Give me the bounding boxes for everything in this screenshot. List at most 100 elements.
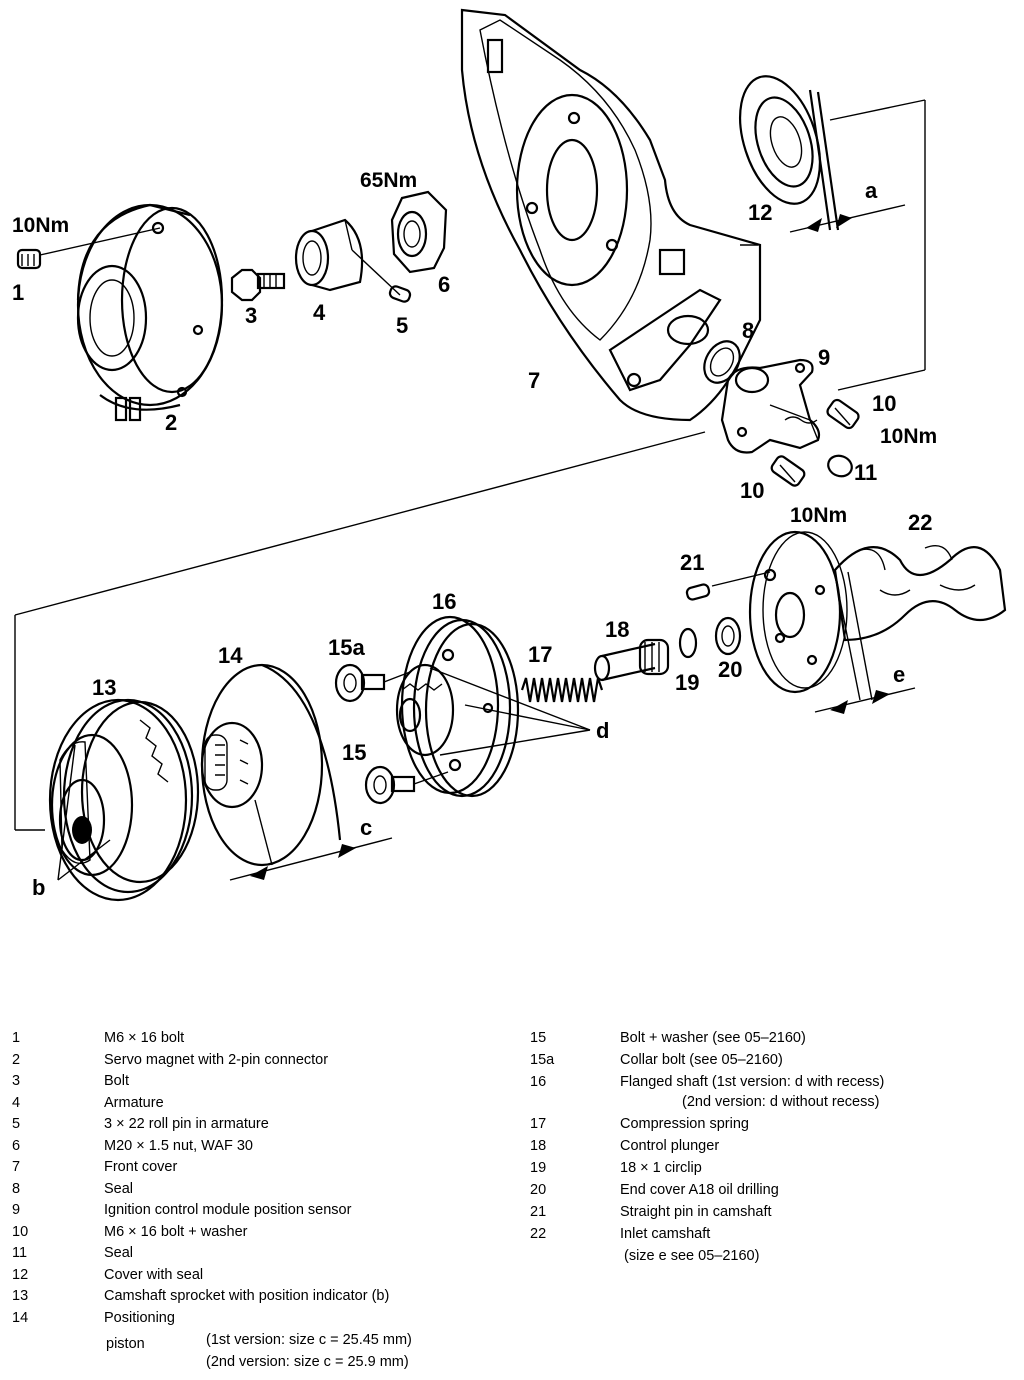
compression-spring-17 bbox=[520, 677, 604, 703]
legend-right-text: (size e see 05–2160) bbox=[624, 1248, 760, 1264]
legend-left-text: Front cover bbox=[104, 1159, 178, 1175]
legend-left-text: Seal bbox=[104, 1245, 134, 1261]
callout-19: 19 bbox=[675, 670, 699, 695]
legend-piston-word: piston bbox=[106, 1336, 145, 1352]
legend-piston-line2: (2nd version: size c = 25.9 mm) bbox=[206, 1354, 409, 1370]
legend-left-number: 4 bbox=[12, 1094, 21, 1111]
legend-left-number: 5 bbox=[12, 1116, 21, 1132]
callout-11: 11 bbox=[854, 460, 877, 485]
bolt-15 bbox=[364, 765, 449, 805]
front-cover-7 bbox=[460, 8, 762, 422]
callout-13: 13 bbox=[92, 675, 116, 700]
legend-right-number: 19 bbox=[530, 1160, 547, 1176]
seal-8 bbox=[703, 340, 741, 384]
legend-left-text: Cover with seal bbox=[104, 1266, 204, 1283]
legend-right-text: Bolt + washer (see 05–2160) bbox=[620, 1030, 806, 1046]
dimension-a bbox=[789, 204, 906, 233]
callout-9: 9 bbox=[818, 345, 830, 370]
servo-magnet-2 bbox=[76, 203, 224, 422]
legend-left-text: M6 × 16 bolt bbox=[104, 1030, 185, 1046]
legend-right-number: 15 bbox=[530, 1030, 547, 1046]
parts-legend-left: 1 M6 × 16 bolt 2 Servo magnet with 2-pin co… bbox=[0, 1030, 520, 1375]
flanged-shaft-16 bbox=[395, 615, 520, 798]
legend-right-text: (2nd version: d without recess) bbox=[682, 1094, 880, 1110]
legend-left-text: Ignition control module position sensor bbox=[104, 1202, 352, 1218]
callout-c: c bbox=[360, 815, 372, 840]
exploded-view-diagram: 1 2 3 4 5 6 7 8 9 10 10 11 12 13 14 15 1… bbox=[12, 8, 1007, 902]
legend-left-number: 7 bbox=[12, 1159, 21, 1175]
callout-1: 1 bbox=[12, 280, 24, 305]
legend-left-text: Camshaft sprocket with position indicato… bbox=[104, 1288, 390, 1304]
position-sensor-9 bbox=[720, 358, 821, 454]
callout-b: b bbox=[32, 875, 45, 900]
bolt-1 bbox=[16, 227, 161, 270]
cover-12 bbox=[739, 75, 926, 391]
legend-left-text: Seal bbox=[104, 1180, 134, 1197]
legend-right-number: 17 bbox=[530, 1116, 547, 1132]
nut-6 bbox=[390, 190, 448, 274]
circlip-19 bbox=[678, 627, 698, 659]
callout-d-leaders bbox=[429, 667, 591, 756]
torque-nut-6: 65Nm bbox=[360, 169, 417, 192]
legend-right-number: 16 bbox=[530, 1074, 547, 1090]
legend-left-number: 1 bbox=[12, 1030, 21, 1046]
legend-right-text: End cover A18 oil drilling bbox=[620, 1182, 779, 1198]
callout-e: e bbox=[893, 662, 905, 687]
callout-20: 20 bbox=[718, 657, 742, 682]
legend-left-number: 13 bbox=[12, 1288, 29, 1304]
callout-a: a bbox=[865, 178, 878, 203]
callout-15: 15 bbox=[342, 740, 366, 765]
legend-right-text: 18 × 1 circlip bbox=[620, 1160, 702, 1176]
legend-left-text: M20 × 1.5 nut, WAF 30 bbox=[104, 1137, 253, 1154]
legend-right-text: Inlet camshaft bbox=[620, 1226, 711, 1242]
callout-d: d bbox=[596, 718, 609, 743]
legend-piston-line1: (1st version: size c = 25.45 mm) bbox=[206, 1332, 412, 1348]
end-cover-20 bbox=[714, 616, 742, 656]
legend-left-number: 6 bbox=[12, 1137, 21, 1154]
legend-left-text: Positioning bbox=[104, 1309, 175, 1326]
callout-8: 8 bbox=[742, 318, 754, 343]
legend-right-text: Control plunger bbox=[620, 1138, 720, 1154]
bolt-3 bbox=[230, 268, 286, 302]
callout-10-lower: 10 bbox=[740, 478, 764, 503]
inlet-camshaft-22 bbox=[748, 530, 1007, 701]
legend-left-number: 2 bbox=[12, 1051, 21, 1068]
legend-right-text: Straight pin in camshaft bbox=[620, 1204, 772, 1220]
seal-11 bbox=[827, 454, 853, 478]
callout-16: 16 bbox=[432, 589, 456, 614]
callout-22: 22 bbox=[908, 510, 932, 535]
straight-pin-21 bbox=[685, 571, 771, 601]
legend-left-number: 9 bbox=[12, 1202, 21, 1218]
callout-12: 12 bbox=[748, 200, 772, 225]
legend-right-number: 18 bbox=[530, 1138, 547, 1154]
callout-6: 6 bbox=[438, 272, 450, 297]
legend-left-text: 3 × 22 roll pin in armature bbox=[104, 1116, 269, 1132]
callout-21: 21 bbox=[680, 550, 704, 575]
callout-5: 5 bbox=[396, 313, 408, 338]
legend-left-number: 12 bbox=[12, 1266, 29, 1283]
legend-right-number: 22 bbox=[530, 1226, 547, 1242]
torque-bolt-10-lower: 10Nm bbox=[790, 504, 847, 527]
callout-10-upper: 10 bbox=[872, 391, 896, 416]
torque-bolt-1: 10Nm bbox=[12, 214, 69, 237]
callout-17: 17 bbox=[528, 642, 552, 667]
legend-left-number: 3 bbox=[12, 1073, 21, 1089]
callout-7: 7 bbox=[528, 368, 540, 393]
legend-left-text: M6 × 16 bolt + washer bbox=[104, 1223, 248, 1240]
legend-left-number: 14 bbox=[12, 1309, 29, 1326]
positioning-piston-14 bbox=[200, 663, 342, 867]
legend-right-number: 21 bbox=[530, 1204, 547, 1220]
callout-3: 3 bbox=[245, 303, 257, 328]
legend-right-text: Flanged shaft (1st version: d with reces… bbox=[620, 1074, 885, 1090]
legend-right-number: 20 bbox=[530, 1182, 547, 1198]
legend-left-number: 11 bbox=[12, 1245, 28, 1261]
callout-14: 14 bbox=[218, 643, 243, 668]
legend-left-text: Servo magnet with 2-pin connector bbox=[104, 1051, 329, 1068]
legend-left-text: Armature bbox=[104, 1094, 164, 1111]
callout-4: 4 bbox=[313, 300, 326, 325]
legend-left-number: 8 bbox=[12, 1180, 21, 1197]
legend-right-text: Collar bolt (see 05–2160) bbox=[620, 1052, 783, 1068]
legend-left-number: 10 bbox=[12, 1223, 29, 1240]
dimension-e bbox=[814, 687, 916, 714]
assembly-line bbox=[14, 431, 706, 831]
